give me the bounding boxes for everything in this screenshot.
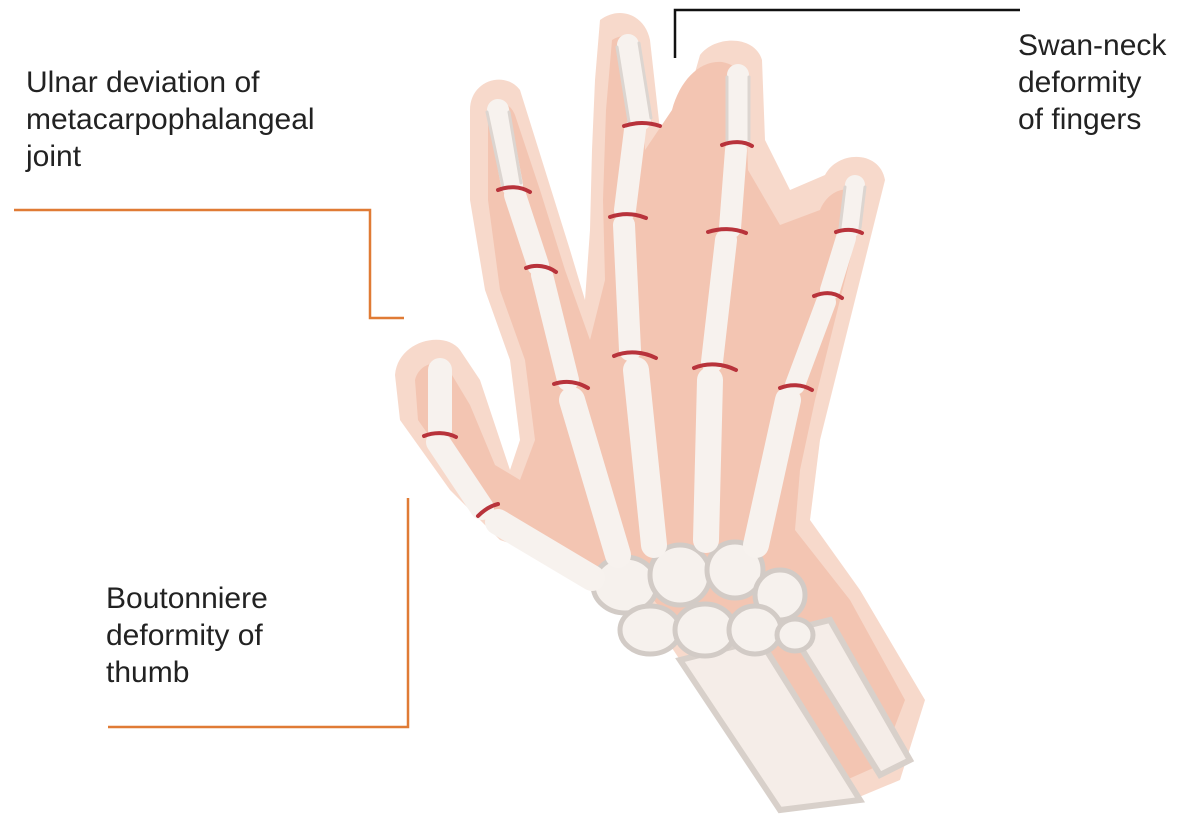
swan-neck-label: Swan-neck deformity of fingers bbox=[1018, 27, 1166, 138]
swan-neck-label-line-1: Swan-neck bbox=[1018, 27, 1166, 64]
swan-neck-label-line-2: deformity bbox=[1018, 64, 1166, 101]
ulnar-deviation-leader bbox=[14, 210, 404, 318]
middle-finger-bones bbox=[624, 45, 640, 350]
ulnar-deviation-label-line-1: Ulnar deviation of bbox=[26, 64, 315, 101]
boutonniere-label: Boutonniere deformity of thumb bbox=[106, 580, 268, 691]
boutonniere-label-line-1: Boutonniere bbox=[106, 580, 268, 617]
boutonniere-label-line-2: deformity of bbox=[106, 617, 268, 654]
ulnar-deviation-label-line-3: joint bbox=[26, 138, 315, 175]
ulnar-deviation-label-line-2: metacarpophalangeal bbox=[26, 101, 315, 138]
boutonniere-label-line-3: thumb bbox=[106, 654, 268, 691]
ulnar-deviation-label: Ulnar deviation of metacarpophalangeal j… bbox=[26, 64, 315, 175]
swan-neck-label-line-3: of fingers bbox=[1018, 101, 1166, 138]
